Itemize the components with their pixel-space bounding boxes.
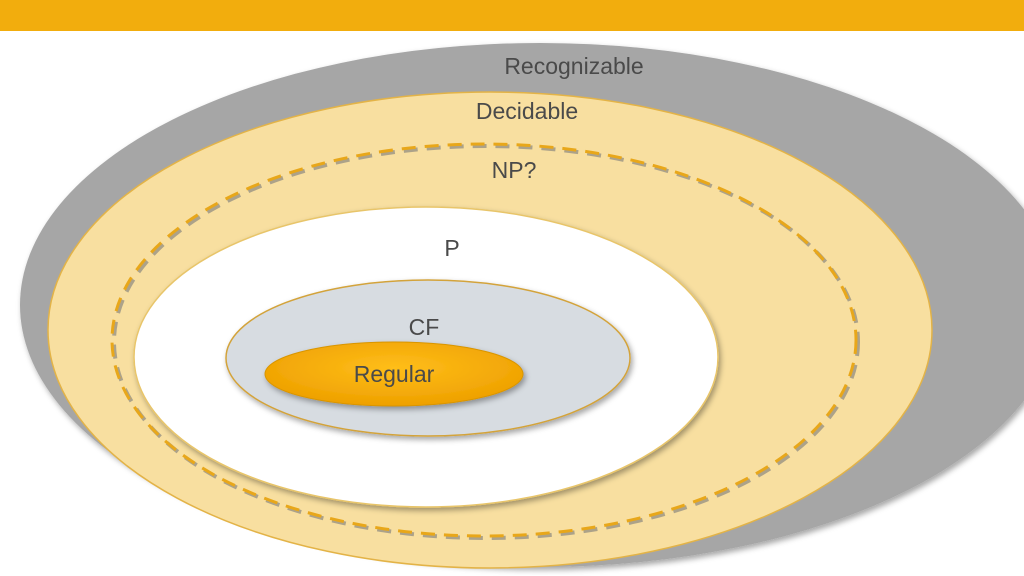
p-label: P [444, 235, 459, 261]
decidable-label: Decidable [476, 98, 578, 124]
cf-label: CF [409, 314, 440, 340]
np-dashed-shadow [112, 144, 860, 540]
region-regular: Regular [264, 341, 524, 407]
np-label: NP? [492, 157, 537, 183]
regular-ellipse [264, 341, 524, 407]
np-dashed-boundary [110, 142, 858, 538]
regular-label: Regular [354, 361, 435, 387]
region-np: NP? [110, 142, 860, 540]
recognizable-label: Recognizable [504, 53, 643, 79]
top-banner [0, 0, 1024, 31]
